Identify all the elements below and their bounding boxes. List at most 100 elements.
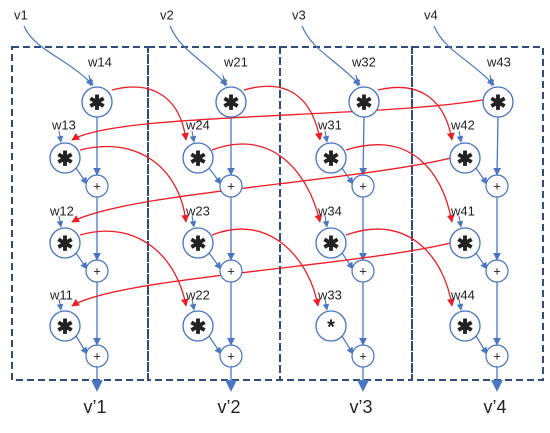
add-node [219,259,243,283]
weight-label: w31 [317,117,342,132]
add-node [351,344,375,368]
add-node [485,259,509,283]
product-arrow [208,335,222,355]
weight-arrow [456,215,464,228]
multiply-node [49,310,81,342]
column-box [411,46,544,381]
weight-route-arrow [71,93,511,141]
add-node [85,174,109,198]
weight-route-arrow [345,144,455,223]
weight-label: w42 [450,117,475,132]
input-label-v3: v3 [292,7,306,22]
multiply-node [482,86,514,118]
asterisk-circle-icon: ✱ [57,148,74,170]
weight-label: w44 [450,287,475,302]
input-label-v2: v2 [160,7,174,22]
product-arrow [341,167,354,185]
asterisk-circle-icon: ✱ [190,148,207,170]
asterisk-circle-icon: ✱ [457,316,474,338]
add-node [351,174,375,198]
multiply-node [49,227,81,259]
multiply-node [182,310,214,342]
weight-route-arrow [345,228,455,307]
plus-circle-icon: + [227,348,235,363]
input-arrow [301,25,361,86]
asterisk-circle-icon: ✱ [457,148,474,170]
product-arrow [341,335,354,355]
weight-arrow [86,74,94,87]
product-arrow [341,252,354,270]
multiply-node [315,142,347,174]
weight-label: w24 [185,117,210,132]
weight-label: w13 [51,117,76,132]
plus-circle-icon: + [227,178,235,193]
asterisk-circle-icon: ✱ [323,233,340,255]
asterisk-circle-icon: ✱ [457,233,474,255]
weight-route-arrow [79,230,189,307]
product-arrow [475,335,488,355]
weight-route-arrow [377,86,455,141]
weight-route-arrow [211,228,321,307]
weight-label: w43 [486,54,511,69]
multiply-node [449,310,481,342]
weight-route-arrow [243,85,323,141]
weight-route-arrow [79,145,190,223]
multiply-node [315,310,347,342]
column-box [147,46,281,381]
weight-label: w21 [223,54,248,69]
weight-route-arrow [71,149,479,223]
multiply-node [449,227,481,259]
product-arrow [475,167,488,185]
product-arrow [208,167,222,185]
asterisk-circle-icon: ✱ [89,92,106,114]
product-arrow [75,252,88,270]
weight-label: w34 [317,203,342,218]
output-label-v2: v’2 [217,397,240,417]
multiply-node [348,86,380,118]
plus-circle-icon: + [359,263,367,278]
asterisk-circle-icon: ✱ [223,92,240,114]
input-label-v4: v4 [424,7,438,22]
weight-arrow [456,298,464,311]
add-node [351,259,375,283]
input-arrow [169,25,228,86]
weight-arrow [189,130,197,143]
add-node [485,344,509,368]
output-label-v3: v’3 [349,397,372,417]
add-node [485,174,509,198]
weight-route-arrow [71,234,479,307]
plus-circle-icon: + [227,263,235,278]
weight-arrow [487,74,495,87]
add-node [219,344,243,368]
weight-label: w14 [87,54,112,69]
product-arrow [75,167,88,185]
weight-arrow [56,130,64,143]
weight-arrow [456,130,464,143]
output-label-v4: v’4 [483,397,506,417]
weight-label: w33 [317,287,342,302]
asterisk-circle-icon: ✱ [57,316,74,338]
plus-circle-icon: + [493,178,501,193]
product-arrow [475,252,488,270]
weight-arrow [189,215,197,228]
weight-label: w12 [49,203,74,218]
weight-route-arrow [111,86,189,141]
plus-circle-icon: + [93,348,101,363]
multiply-node [182,142,214,174]
weight-label: w11 [49,287,73,302]
product-arrow [75,335,88,355]
weight-label: w32 [351,54,376,69]
asterisk-circle-icon: ✱ [190,233,207,255]
multiply-node [315,227,347,259]
plus-circle-icon: + [93,263,101,278]
asterisk-circle-icon: ✱ [323,148,340,170]
multiply-node [215,86,247,118]
weight-label: w23 [185,203,210,218]
plus-circle-icon: + [493,263,501,278]
asterisk-circle-icon: ✱ [356,92,373,114]
multiply-node [449,142,481,174]
accumulate-arrow [493,116,502,176]
multiply-node [49,142,81,174]
input-arrow [433,25,495,86]
